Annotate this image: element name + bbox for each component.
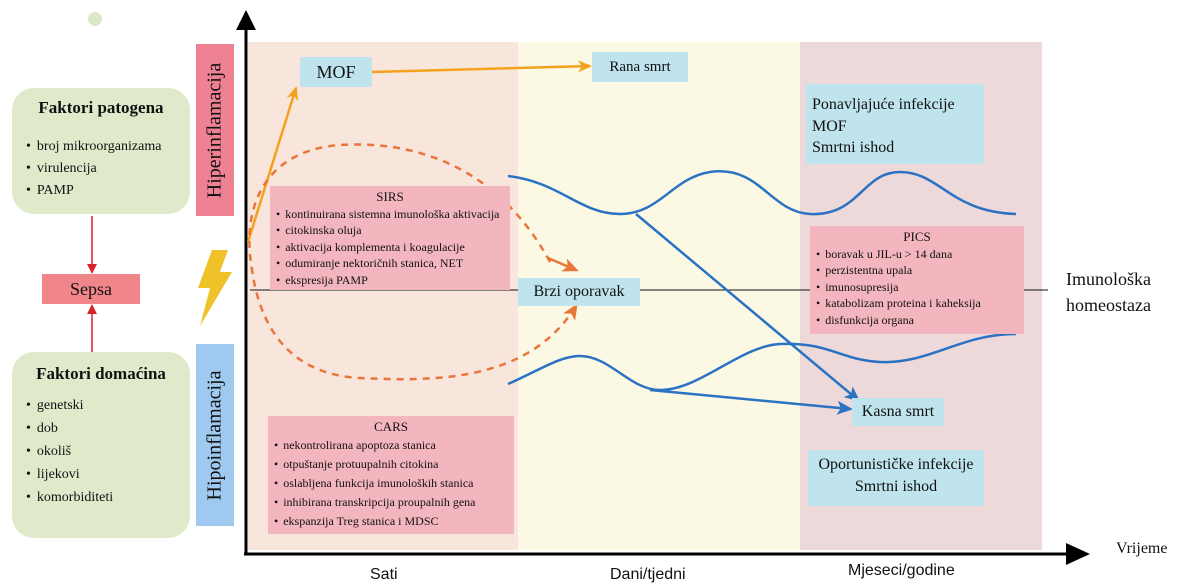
- late-hypo-outcome-1: Oportunističke infekcije: [818, 456, 974, 473]
- x-axis-arrowhead: [1066, 543, 1090, 565]
- pathogen-factors-title: Faktori patogena: [38, 98, 164, 117]
- lightning-icon: [198, 250, 232, 326]
- x-axis-label: Vrijeme: [1116, 540, 1168, 557]
- hyperinflammation-tab: Hiperinflamacija: [196, 44, 234, 216]
- pics-list: boravak u JIL-u > 14 dana perzistentna u…: [810, 246, 1024, 329]
- list-item: dob: [26, 417, 113, 440]
- list-item: ekspanzija Treg stanica i MDSC: [274, 512, 514, 531]
- hypo-to-late-death-arrow: [649, 388, 853, 415]
- list-item: inhibirana transkripcija proupalnih gena: [274, 493, 514, 512]
- hyperinflammation-trajectory: [507, 170, 1017, 216]
- host-factors-card: Faktori domaćina genetski dob okoliš lij…: [12, 352, 190, 538]
- list-item: lijekovi: [26, 463, 113, 486]
- early-death-box: Rana smrt: [592, 52, 688, 82]
- list-item: aktivacija komplementa i koagulacije: [276, 239, 510, 256]
- mof-box: MOF: [300, 57, 372, 87]
- host-factors-title: Faktori domaćina: [36, 364, 166, 383]
- list-item: oslabljena funkcija imunoloških stanica: [274, 474, 514, 493]
- list-item: PAMP: [26, 180, 161, 202]
- list-item: broj mikroorganizama: [26, 136, 162, 158]
- list-item: odumiranje nektoričnih stanica, NET: [276, 255, 510, 272]
- decorative-dot: [88, 12, 102, 26]
- period-hours-label: Sati: [370, 566, 398, 583]
- host-factors-list: genetski dob okoliš lijekovi komorbidite…: [26, 394, 113, 509]
- y-axis-arrowhead: [236, 10, 256, 30]
- list-item: genetski: [26, 394, 113, 417]
- list-item: okoliš: [26, 440, 113, 463]
- hyper-to-late-death-arrow: [635, 213, 861, 402]
- homeostasis-label-line2: homeostaza: [1066, 295, 1151, 315]
- mof-label: MOF: [316, 61, 356, 82]
- sepsis-label: Sepsa: [70, 278, 112, 299]
- list-item: otpuštanje protuupalnih citokina: [274, 455, 514, 474]
- list-item: disfunkcija organa: [816, 312, 1024, 329]
- pics-title: PICS: [903, 229, 931, 244]
- homeostasis-label: Imunološka homeostaza: [1066, 266, 1151, 318]
- list-item: ekspresija PAMP: [276, 272, 510, 289]
- list-item: nekontrolirana apoptoza stanica: [274, 436, 514, 455]
- sirs-list: kontinuirana sistemna imunološka aktivac…: [270, 206, 510, 289]
- fast-recovery-box: Brzi oporavak: [518, 278, 640, 306]
- late-death-label: Kasna smrt: [861, 403, 935, 420]
- list-item: komorbiditeti: [26, 486, 113, 509]
- list-item: citokinska oluja: [276, 222, 510, 239]
- cars-title: CARS: [374, 419, 408, 434]
- hypoinflammation-tab: Hipoinflamacija: [196, 344, 234, 526]
- rapid-recovery-loop: [248, 143, 578, 381]
- period-months-label: Mjeseci/godine: [848, 562, 955, 579]
- cars-list: nekontrolirana apoptoza stanica otpuštan…: [268, 436, 514, 531]
- pathogen-factors-card: Faktori patogena broj mikroorganizama vi…: [12, 88, 190, 214]
- hypoinflammation-trajectory: [507, 332, 1017, 392]
- late-hyper-outcome-1: Ponavljajuće infekcije: [812, 96, 955, 113]
- list-item: katabolizam proteina i kaheksija: [816, 295, 1024, 312]
- late-hyper-outcomes-box: Ponavljajuće infekcije MOF Smrtni ishod: [806, 84, 984, 164]
- period-days-label: Dani/tjedni: [610, 566, 686, 583]
- early-death-label: Rana smrt: [609, 58, 671, 75]
- late-hypo-outcomes-box: Oportunističke infekcije Smrtni ishod: [808, 450, 984, 506]
- fast-recovery-label: Brzi oporavak: [533, 283, 625, 300]
- late-hyper-outcome-2: MOF: [812, 118, 847, 135]
- list-item: perzistentna upala: [816, 262, 1024, 279]
- sirs-box: SIRS kontinuirana sistemna imunološka ak…: [270, 186, 510, 290]
- mof-to-early-death-arrow: [371, 60, 592, 74]
- pics-box: PICS boravak u JIL-u > 14 dana perzisten…: [810, 226, 1024, 334]
- late-hyper-outcome-3: Smrtni ishod: [812, 139, 895, 156]
- cars-box: CARS nekontrolirana apoptoza stanica otp…: [268, 416, 514, 534]
- homeostasis-label-line1: Imunološka: [1066, 269, 1151, 289]
- late-death-box: Kasna smrt: [852, 398, 944, 426]
- sirs-title: SIRS: [376, 189, 404, 204]
- late-hypo-outcome-2: Smrtni ishod: [854, 478, 938, 495]
- list-item: boravak u JIL-u > 14 dana: [816, 246, 1024, 263]
- onset-to-mof-arrow: [246, 86, 299, 243]
- list-item: imunosupresija: [816, 279, 1024, 296]
- list-item: kontinuirana sistemna imunološka aktivac…: [276, 206, 510, 223]
- list-item: virulencija: [26, 158, 161, 180]
- rapid-recovery-loop-head-upper: [547, 256, 579, 272]
- pathogen-factors-list: broj mikroorganizama virulencija PAMP: [26, 136, 162, 202]
- sepsis-box: Sepsa: [42, 274, 140, 304]
